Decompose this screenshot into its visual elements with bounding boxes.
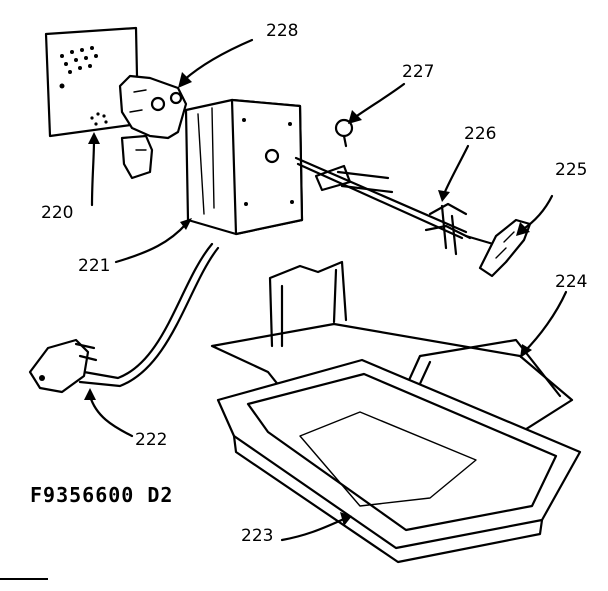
part-223-drip-pan	[216, 358, 582, 564]
figure-code: F9356600 D2	[30, 483, 173, 507]
label-221: 221	[78, 256, 110, 276]
part-222-power-cord	[28, 242, 220, 394]
label-228: 228	[266, 21, 298, 41]
label-226: 226	[464, 124, 496, 144]
part-228-bracket	[118, 74, 188, 180]
label-225: 225	[555, 160, 587, 180]
leader-arrows	[84, 38, 568, 542]
label-220: 220	[41, 203, 73, 223]
part-227-screw	[334, 118, 354, 148]
label-227: 227	[402, 62, 434, 82]
label-224: 224	[555, 272, 587, 292]
part-226-spit-rod	[294, 156, 472, 256]
part-221-motor-box	[184, 98, 304, 236]
label-222: 222	[135, 430, 167, 450]
label-223: 223	[241, 526, 273, 546]
